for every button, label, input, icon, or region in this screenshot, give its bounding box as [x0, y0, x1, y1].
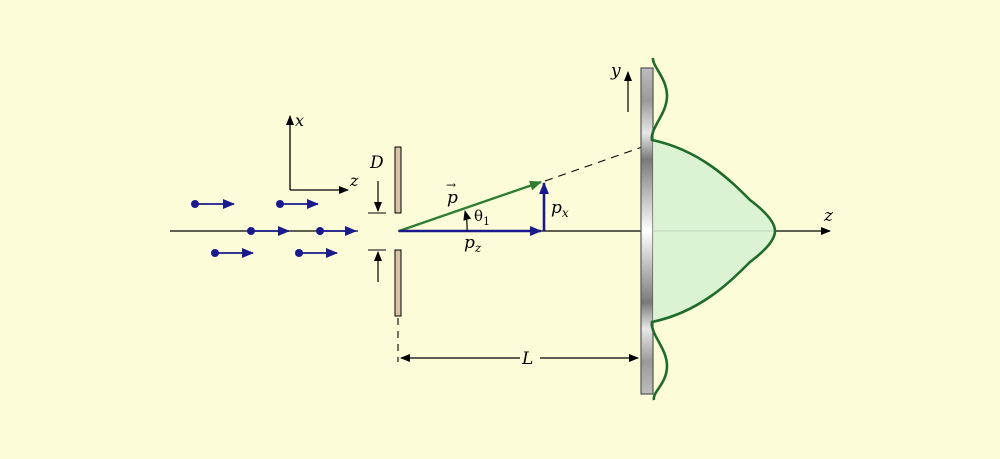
theta-arc — [463, 210, 472, 232]
coord-z-label: z — [349, 171, 359, 190]
coord-x-label: x — [295, 111, 304, 130]
main-z-label: z — [823, 206, 834, 226]
momentum-vector-p — [398, 180, 542, 233]
diffraction-pattern-fill — [653, 140, 775, 322]
particle-arrow-icon — [316, 226, 357, 236]
momentum-arrow-glyph: → — [446, 178, 456, 192]
particle-arrow-icon — [211, 248, 254, 258]
particle-arrow-icon — [247, 226, 290, 236]
pz-label: pz — [464, 233, 482, 255]
momentum-label: p — [447, 188, 458, 208]
incoming-particles — [191, 199, 357, 258]
particle-arrow-icon — [276, 199, 319, 209]
particle-arrow-icon — [295, 248, 338, 258]
slit-width-label: D — [369, 153, 384, 173]
screen-y-label: y — [610, 61, 621, 81]
diffraction-pattern-curve — [650, 57, 777, 401]
particle-arrow-icon — [191, 199, 235, 209]
slit-upper-plate — [394, 146, 402, 214]
distance-label: L — [521, 349, 533, 369]
detector-screen — [640, 67, 654, 395]
px-label: px — [551, 198, 569, 220]
slit-lower-plate — [394, 249, 402, 317]
theta-label: θ1 — [474, 207, 490, 228]
momentum-extension-dashed — [544, 145, 646, 182]
